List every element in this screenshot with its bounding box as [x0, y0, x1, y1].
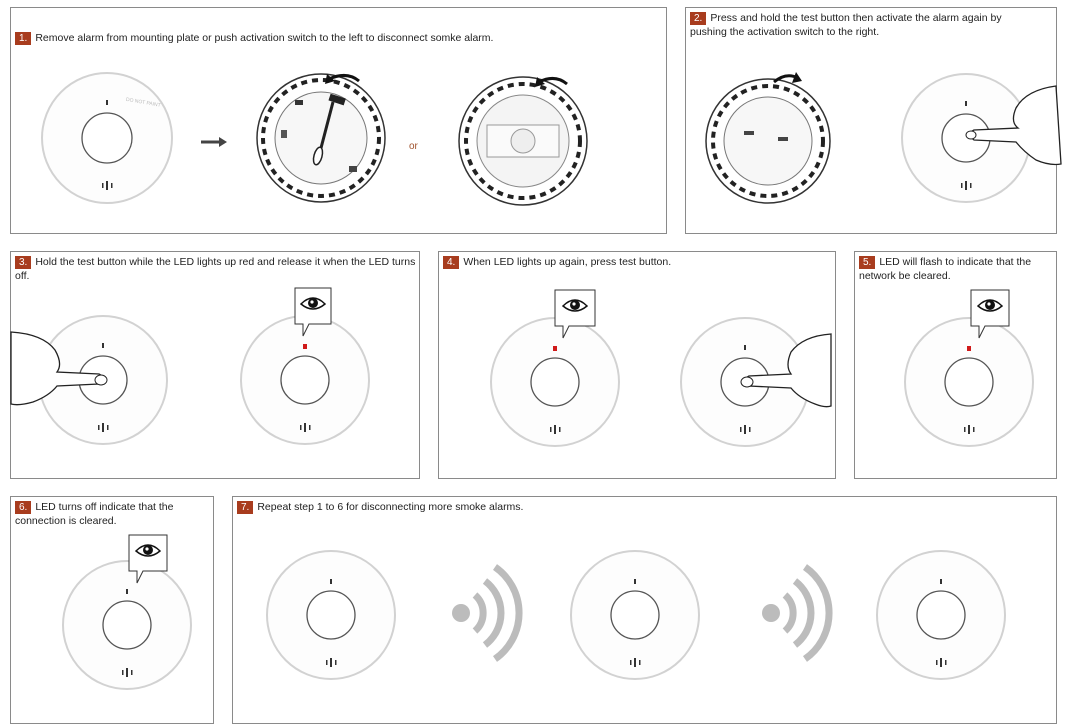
smoke-alarm-icon: DO NOT PAINT [41, 72, 173, 204]
step-3-panel: 3.Hold the test button while the LED lig… [10, 251, 420, 479]
step-7-title: 7.Repeat step 1 to 6 for disconnecting m… [237, 501, 523, 515]
step-1-illustration: DO NOT PAINT [41, 72, 588, 206]
hand-pointer-icon [740, 333, 832, 408]
step-3-text: Hold the test button while the LED light… [15, 256, 416, 282]
rotate-arrow-icon [325, 74, 360, 84]
step-4-text: When LED lights up again, press test but… [463, 256, 672, 268]
wireless-signal-icon [762, 564, 833, 662]
step-3-number: 3. [15, 256, 32, 269]
step-7-panel: 7.Repeat step 1 to 6 for disconnecting m… [232, 496, 1057, 724]
step-2-illustration [705, 72, 1062, 204]
wireless-signal-icon [452, 564, 523, 662]
step-5-text: LED will flash to indicate that the netw… [859, 256, 1032, 282]
hand-pointer-icon [965, 85, 1062, 166]
smoke-alarm-icon [240, 315, 370, 445]
smoke-alarm-icon [266, 550, 396, 680]
eye-icon [128, 534, 168, 584]
mounting-plate-icon [458, 76, 588, 206]
step-1-title: 1.Remove alarm from mounting plate or pu… [15, 32, 493, 46]
step-3-illustration [10, 287, 370, 445]
step-1-text: Remove alarm from mounting plate or push… [35, 32, 494, 44]
smoke-alarm-icon [901, 73, 1031, 203]
step-7-text: Repeat step 1 to 6 for disconnecting mor… [257, 501, 524, 513]
smoke-alarm-icon [570, 550, 700, 680]
eye-icon [970, 289, 1010, 339]
eye-icon [554, 289, 596, 339]
step-2-panel: 2.Press and hold the test button then ac… [685, 7, 1062, 234]
step-4-panel: 4.When LED lights up again, press test b… [438, 251, 836, 479]
hand-pointer-icon [10, 331, 108, 406]
step-6-panel: 6.LED turns off indicate that the connec… [10, 496, 214, 724]
rotate-arrow-icon [773, 72, 802, 84]
arrow-right-icon [201, 137, 227, 147]
step-6-title: 6.LED turns off indicate that the connec… [15, 501, 195, 528]
step-4-number: 4. [443, 256, 460, 269]
step-2-title: 2.Press and hold the test button then ac… [690, 12, 1040, 39]
step-6-illustration [62, 534, 192, 690]
smoke-alarm-icon [876, 550, 1006, 680]
step-7-illustration [266, 550, 1006, 680]
mounting-plate-icon [256, 73, 386, 203]
screwdriver-icon [312, 93, 346, 166]
step-6-text: LED turns off indicate that the connecti… [15, 501, 174, 527]
step-5-panel: 5.LED will flash to indicate that the ne… [854, 251, 1057, 479]
mounting-plate-icon [705, 78, 831, 204]
rotate-arrow-icon [535, 77, 568, 87]
step-1-panel: 1.Remove alarm from mounting plate or pu… [10, 7, 667, 234]
smoke-alarm-icon [904, 317, 1034, 447]
smoke-alarm-icon [490, 317, 620, 447]
or-label: or [409, 141, 418, 152]
step-4-illustration [490, 289, 832, 447]
step-2-text: Press and hold the test button then acti… [690, 12, 1002, 38]
step-6-number: 6. [15, 501, 32, 514]
step-2-number: 2. [690, 12, 707, 25]
step-3-title: 3.Hold the test button while the LED lig… [15, 256, 419, 283]
step-7-number: 7. [237, 501, 254, 514]
step-5-title: 5.LED will flash to indicate that the ne… [859, 256, 1039, 283]
step-5-illustration [904, 289, 1034, 447]
eye-icon [294, 287, 332, 337]
smoke-alarm-icon [62, 560, 192, 690]
step-1-number: 1. [15, 32, 32, 45]
step-4-title: 4.When LED lights up again, press test b… [443, 256, 671, 270]
step-5-number: 5. [859, 256, 876, 269]
